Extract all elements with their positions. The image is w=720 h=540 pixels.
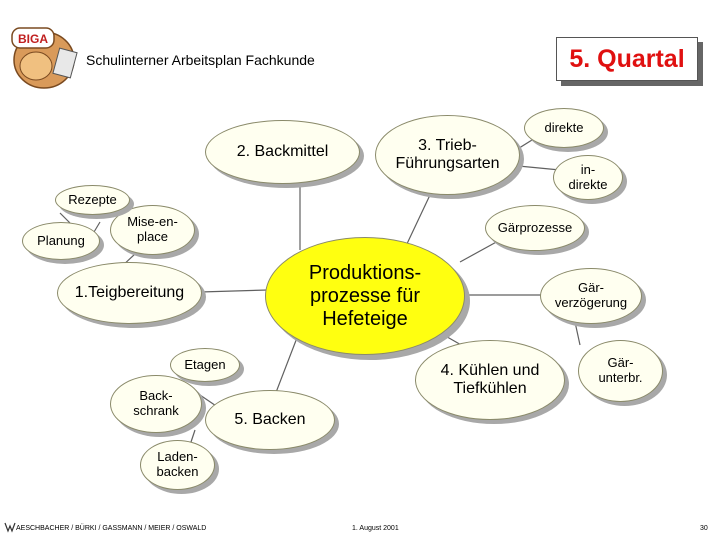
node-rezepte: Rezepte xyxy=(55,185,130,215)
node-gaerprozesse: Gärprozesse xyxy=(485,205,585,251)
node-indirekte: in- direkte xyxy=(553,155,623,200)
node-etagen: Etagen xyxy=(170,348,240,382)
node-backmittel: 2. Backmittel xyxy=(205,120,360,184)
node-kuehlen: 4. Kühlen und Tiefkühlen xyxy=(415,340,565,420)
baker-logo: BIGA xyxy=(4,10,82,96)
footer-date: 1. August 2001 xyxy=(352,525,399,532)
node-planung: Planung xyxy=(22,222,100,260)
node-direkte: direkte xyxy=(524,108,604,148)
node-gaerverzoegerung: Gär- verzögerung xyxy=(540,268,642,324)
footer-page-number: 30 xyxy=(700,525,708,532)
footer-authors: AESCHBACHER / BÜRKI / GASSMANN / MEIER /… xyxy=(16,525,207,532)
node-teigbereitung: 1.Teigbereitung xyxy=(57,262,202,324)
logo-lettering: BIGA xyxy=(18,32,48,46)
node-ladenbacken: Laden- backen xyxy=(140,440,215,490)
node-center-produktionsprozesse: Produktions- prozesse für Hefeteige xyxy=(265,237,465,355)
quarter-badge: 5. Quartal xyxy=(556,37,698,81)
header-title: Schulinterner Arbeitsplan Fachkunde xyxy=(86,52,315,68)
node-mise-en-place: Mise-en- place xyxy=(110,205,195,255)
node-backen: 5. Backen xyxy=(205,390,335,450)
footer-mark-icon xyxy=(4,520,16,533)
node-triebfuehrung: 3. Trieb- Führungsarten xyxy=(375,115,520,195)
node-backschrank: Back- schrank xyxy=(110,375,202,433)
node-gaerunterbrechung: Gär- unterbr. xyxy=(578,340,663,402)
